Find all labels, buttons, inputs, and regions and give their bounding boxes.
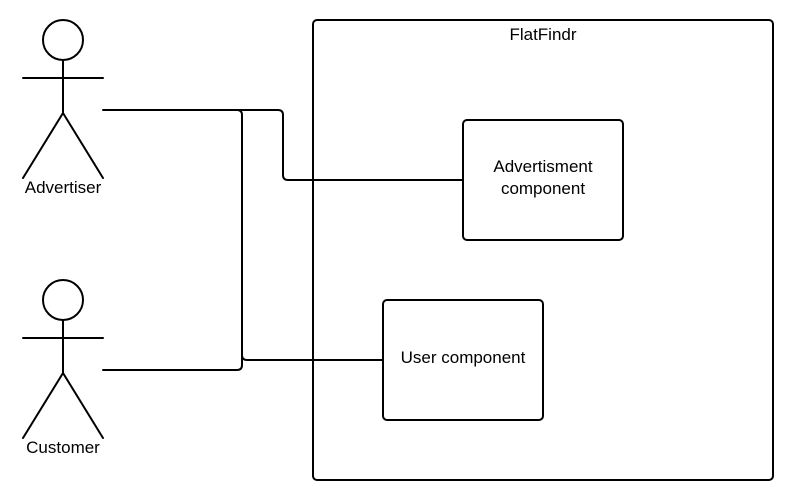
customer-bus-connector[interactable] (102, 109, 243, 371)
customer-actor-label: Customer (26, 438, 100, 457)
advertiser-to-advertisment-connector[interactable] (102, 109, 464, 181)
user-component-label: User component (401, 348, 526, 367)
advertiser-actor-legs (22, 112, 104, 179)
user-component[interactable]: User component (382, 299, 544, 421)
advertisment-component-label-line2: component (501, 179, 585, 198)
advertisment-component-label-line1: Advertisment (493, 157, 592, 176)
customer-actor-head (42, 279, 84, 321)
customer-actor-legs (22, 372, 104, 439)
advertiser-actor-head (42, 19, 84, 61)
user-component-box[interactable] (382, 299, 544, 421)
advertiser-actor[interactable]: Advertiser (22, 19, 104, 197)
bus-to-user-component-connector[interactable] (241, 354, 384, 361)
system-title: FlatFindr (509, 25, 576, 44)
customer-actor[interactable]: Customer (22, 279, 104, 457)
advertisment-component-box[interactable] (462, 119, 624, 241)
advertiser-actor-label: Advertiser (25, 178, 102, 197)
connectors (102, 109, 464, 371)
advertisment-component[interactable]: Advertisment component (462, 119, 624, 241)
